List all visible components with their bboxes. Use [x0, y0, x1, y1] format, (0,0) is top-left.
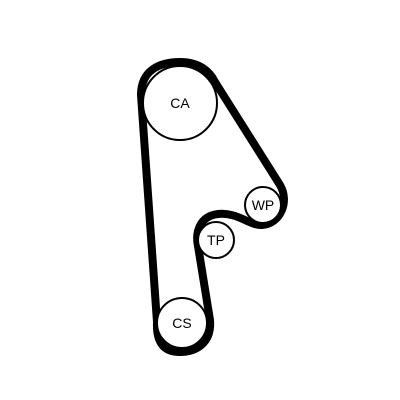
pulley-ca-label: CA: [170, 95, 190, 111]
pulley-cs-circle: [156, 297, 208, 349]
pulley-cs-label: CS: [172, 315, 191, 331]
pulley-ca-circle: [142, 65, 218, 141]
pulley-cs: CS: [156, 297, 208, 349]
pulley-wp: WP: [244, 186, 282, 224]
pulley-ca: CA: [142, 65, 218, 141]
timing-belt: [137, 58, 288, 356]
pulley-tp: TP: [197, 221, 235, 259]
pulley-tp-circle: [197, 221, 235, 259]
pulley-tp-label: TP: [207, 232, 225, 248]
pulley-wp-label: WP: [252, 197, 275, 213]
pulley-wp-circle: [244, 186, 282, 224]
